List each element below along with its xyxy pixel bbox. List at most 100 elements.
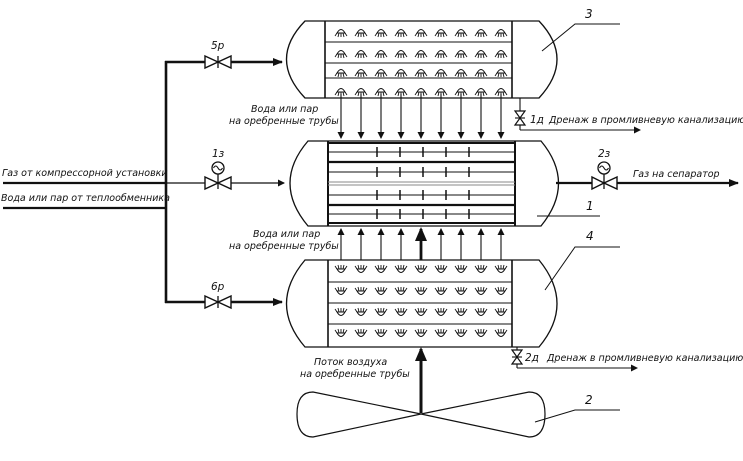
sprinkler-nozzle-icon	[414, 264, 428, 273]
sprinkler-nozzle-icon	[454, 69, 468, 78]
inlet-gas-label: Газ от компрессорной установки	[2, 168, 168, 179]
leader-4	[544, 246, 620, 291]
sprinkler-nozzle-icon	[334, 88, 348, 97]
water-top-label-2: на оребренные трубы	[229, 116, 339, 127]
sprinkler-nozzle-icon	[374, 69, 388, 78]
sprinkler-nozzle-icon	[414, 88, 428, 97]
sprinkler-nozzle-icon	[354, 29, 368, 38]
valve-2d-label: 2д	[525, 352, 539, 364]
outlet-label: Газ на сепаратор	[633, 169, 720, 180]
sprinkler-grid-top	[334, 29, 508, 97]
valve-2d[interactable]	[510, 349, 524, 365]
sprinkler-nozzle-icon	[414, 50, 428, 59]
sprinkler-nozzle-icon	[374, 50, 388, 59]
valve-1z[interactable]	[204, 161, 232, 191]
sprinkler-nozzle-icon	[454, 264, 468, 273]
valve-1d[interactable]	[513, 110, 527, 126]
sprinkler-nozzle-icon	[334, 328, 348, 337]
sprinkler-nozzle-icon	[414, 286, 428, 295]
valve-5p-label: 5р	[211, 40, 225, 52]
valve-1z-label: 1з	[212, 148, 225, 160]
sprinkler-nozzle-icon	[374, 328, 388, 337]
sprinkler-nozzle-icon	[354, 286, 368, 295]
sprinkler-nozzle-icon	[434, 69, 448, 78]
sprinkler-nozzle-icon	[374, 307, 388, 316]
sprinkler-nozzle-icon	[414, 29, 428, 38]
sprinkler-nozzle-icon	[494, 29, 508, 38]
sprinkler-nozzle-icon	[394, 328, 408, 337]
drain-bottom-label: Дренаж в промливневую канализацию	[546, 353, 743, 364]
leader-3	[541, 23, 620, 52]
sprinkler-nozzle-icon	[494, 264, 508, 273]
water-bottom-label-1: Вода или пар	[253, 229, 320, 240]
sprinkler-nozzle-icon	[354, 328, 368, 337]
sprinkler-nozzle-icon	[414, 307, 428, 316]
vessel-4	[286, 259, 558, 348]
sprinkler-nozzle-icon	[494, 69, 508, 78]
sprinkler-nozzle-icon	[474, 69, 488, 78]
component-1-label: 1	[586, 199, 594, 213]
sprinkler-nozzle-icon	[474, 50, 488, 59]
valve-2z[interactable]	[591, 161, 618, 191]
sprinkler-nozzle-icon	[334, 69, 348, 78]
sprinkler-nozzle-icon	[454, 50, 468, 59]
sprinkler-nozzle-icon	[334, 29, 348, 38]
sprinkler-nozzle-icon	[394, 286, 408, 295]
sprinkler-nozzle-icon	[394, 29, 408, 38]
valve-6p-label: 6р	[211, 281, 225, 293]
sprinkler-nozzle-icon	[494, 88, 508, 97]
sprinkler-nozzle-icon	[454, 307, 468, 316]
sprinkler-nozzle-icon	[334, 50, 348, 59]
sprinkler-nozzle-icon	[334, 307, 348, 316]
sprinkler-nozzle-icon	[494, 328, 508, 337]
sprinkler-nozzle-icon	[474, 307, 488, 316]
sprinkler-nozzle-icon	[434, 50, 448, 59]
sprinkler-nozzle-icon	[334, 286, 348, 295]
sprinkler-nozzle-icon	[494, 307, 508, 316]
valve-5p[interactable]	[204, 54, 232, 70]
water-feed-arrows-top	[337, 94, 505, 139]
sprinkler-nozzle-icon	[394, 69, 408, 78]
valve-6p[interactable]	[204, 294, 232, 310]
sprinkler-nozzle-icon	[354, 307, 368, 316]
sprinkler-nozzle-icon	[454, 328, 468, 337]
sprinkler-nozzle-icon	[394, 264, 408, 273]
sprinkler-nozzle-icon	[474, 328, 488, 337]
sprinkler-nozzle-icon	[474, 286, 488, 295]
component-2-label: 2	[585, 393, 593, 407]
sprinkler-nozzle-icon	[374, 264, 388, 273]
sprinkler-nozzle-icon	[434, 328, 448, 337]
leader-2	[534, 409, 620, 423]
sprinkler-nozzle-icon	[334, 264, 348, 273]
sprinkler-nozzle-icon	[454, 286, 468, 295]
sprinkler-nozzle-icon	[414, 69, 428, 78]
sprinkler-nozzle-icon	[454, 29, 468, 38]
drain-top-label: Дренаж в промливневую канализацию	[548, 115, 743, 126]
fan-2	[296, 391, 546, 438]
sprinkler-nozzle-icon	[374, 29, 388, 38]
water-bottom-label-2: на оребренные трубы	[229, 241, 339, 252]
tube-bundle-ticks	[376, 147, 470, 219]
vessel-3	[285, 20, 558, 99]
component-4-label: 4	[586, 229, 594, 243]
sprinkler-nozzle-icon	[354, 50, 368, 59]
vessel-1	[289, 140, 560, 227]
inlet-water-label: Вода или пар от теплообменника	[1, 193, 170, 204]
sprinkler-nozzle-icon	[474, 264, 488, 273]
sprinkler-nozzle-icon	[354, 264, 368, 273]
air-label-1: Поток воздуха	[314, 357, 387, 368]
sprinkler-grid-bottom	[334, 264, 508, 337]
sprinkler-nozzle-icon	[394, 307, 408, 316]
sprinkler-nozzle-icon	[454, 88, 468, 97]
sprinkler-nozzle-icon	[354, 69, 368, 78]
valve-2z-label: 2з	[598, 148, 611, 160]
component-3-label: 3	[585, 7, 593, 21]
sprinkler-nozzle-icon	[354, 88, 368, 97]
sprinkler-nozzle-icon	[414, 328, 428, 337]
sprinkler-nozzle-icon	[434, 286, 448, 295]
sprinkler-nozzle-icon	[434, 264, 448, 273]
air-label-2: на оребренные трубы	[300, 369, 410, 380]
sprinkler-nozzle-icon	[494, 286, 508, 295]
valve-1d-label: 1д	[530, 114, 544, 126]
